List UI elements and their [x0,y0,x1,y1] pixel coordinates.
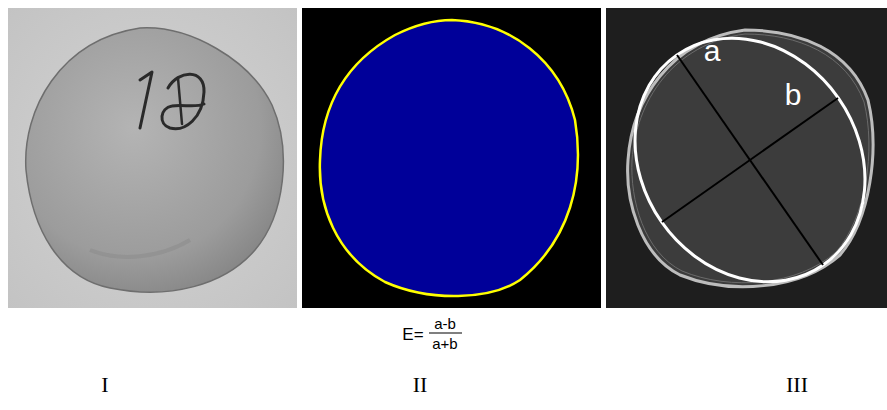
panel-numeral: I [101,374,108,396]
fraction-denominator: a+b [432,336,457,351]
ellipse-fit [588,0,887,327]
panel-numeral: III [786,374,808,396]
fraction-numerator: a-b [434,316,456,331]
fraction-bar [429,332,462,333]
formula-text: E= [402,326,423,343]
panel-numeral: II [413,374,428,396]
segmentation-mask [302,8,601,308]
seed-photo [8,8,297,308]
axis-label: b [785,80,802,110]
axis-label: a [704,36,721,66]
